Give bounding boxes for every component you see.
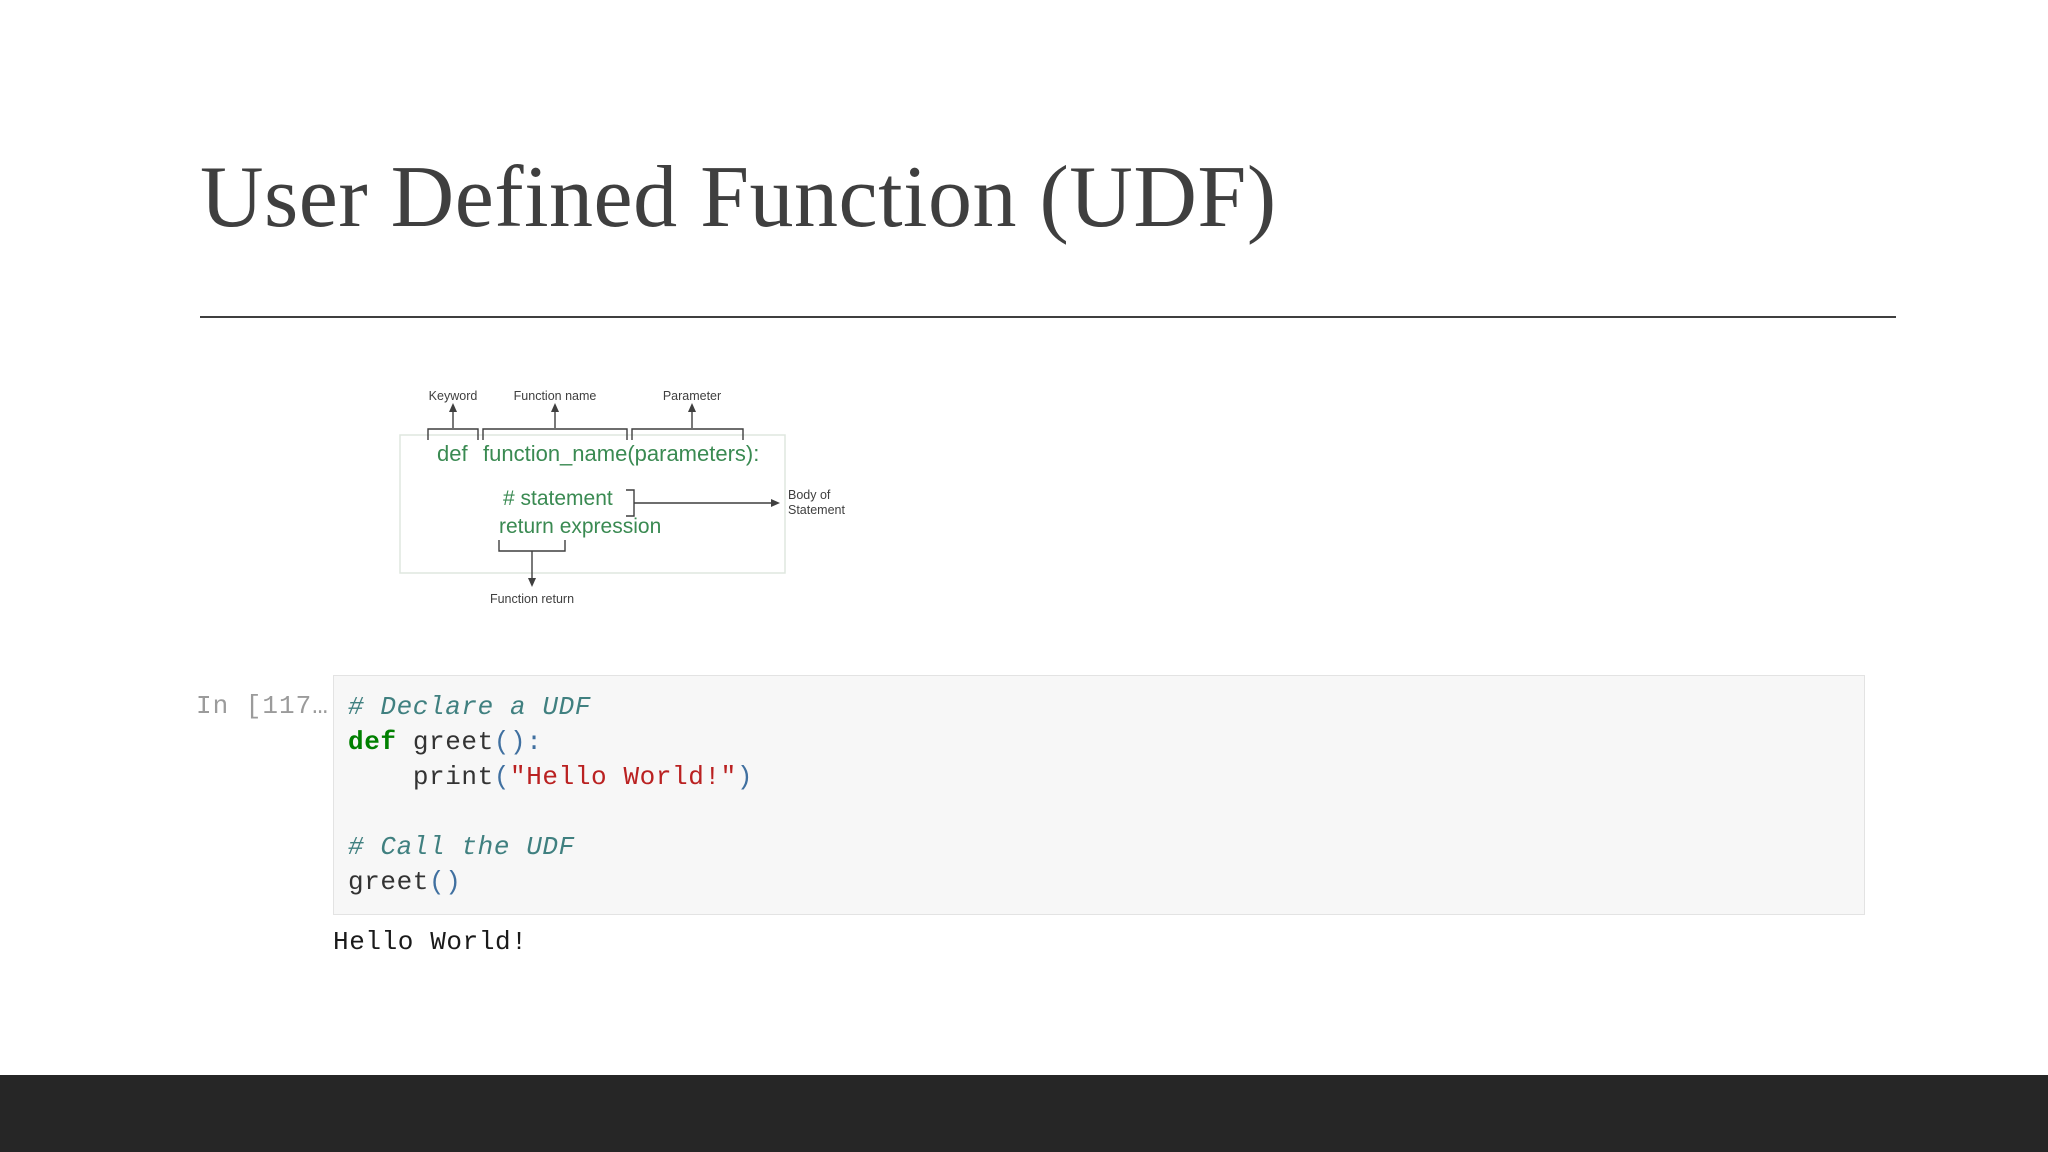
code-line: print("Hello World!")	[348, 760, 1864, 795]
code-token-string: "Hello World!"	[510, 762, 737, 792]
diagram-top-brackets	[427, 428, 744, 440]
diagram-callout-arrows	[449, 403, 696, 428]
diagram-label-keyword: Keyword	[429, 389, 478, 403]
code-line: def greet():	[348, 725, 1864, 760]
code-token-plain	[397, 727, 413, 757]
code-token-name: greet	[412, 727, 494, 757]
code-token-punct: )	[736, 762, 754, 792]
diagram-label-body-line1: Body of	[788, 488, 831, 502]
code-token-plain	[348, 762, 413, 792]
code-line: # Declare a UDF	[348, 690, 1864, 725]
code-line: greet()	[348, 865, 1864, 900]
diagram-label-function-name: Function name	[514, 389, 597, 403]
code-line	[348, 795, 1864, 830]
diagram-label-body-line2: Statement	[788, 503, 846, 517]
diagram-label-parameter: Parameter	[663, 389, 721, 403]
diagram-label-function-return: Function return	[490, 592, 574, 606]
code-token-punct: ()	[429, 867, 462, 897]
diagram-code-signature: function_name(parameters):	[483, 441, 759, 466]
diagram-outline-box	[399, 434, 786, 574]
notebook-input-prompt: In [117…	[196, 691, 329, 721]
slide-footer-bar	[0, 1075, 2048, 1152]
code-token-name: greet	[348, 867, 430, 897]
diagram-code-statement: # statement	[503, 487, 613, 510]
diagram-code-def: def	[437, 441, 468, 466]
code-token-punct: ():	[493, 727, 543, 757]
code-token-comment: # Call the UDF	[348, 832, 575, 862]
code-token-comment: # Declare a UDF	[348, 692, 592, 722]
code-token-punct: (	[493, 762, 511, 792]
udf-syntax-diagram: Keyword Function name Parameter def func…	[395, 388, 895, 608]
diagram-body-bracket	[626, 489, 780, 517]
code-token-plain	[348, 797, 364, 827]
diagram-return-bracket	[498, 540, 566, 587]
code-token-keyword: def	[348, 727, 397, 757]
diagram-code-return: return expression	[499, 515, 661, 538]
page-title: User Defined Function (UDF)	[200, 149, 1277, 246]
code-line: # Call the UDF	[348, 830, 1864, 865]
notebook-output-text: Hello World!	[333, 927, 528, 957]
title-underline-rule	[200, 316, 1896, 318]
code-token-name: print	[412, 762, 494, 792]
